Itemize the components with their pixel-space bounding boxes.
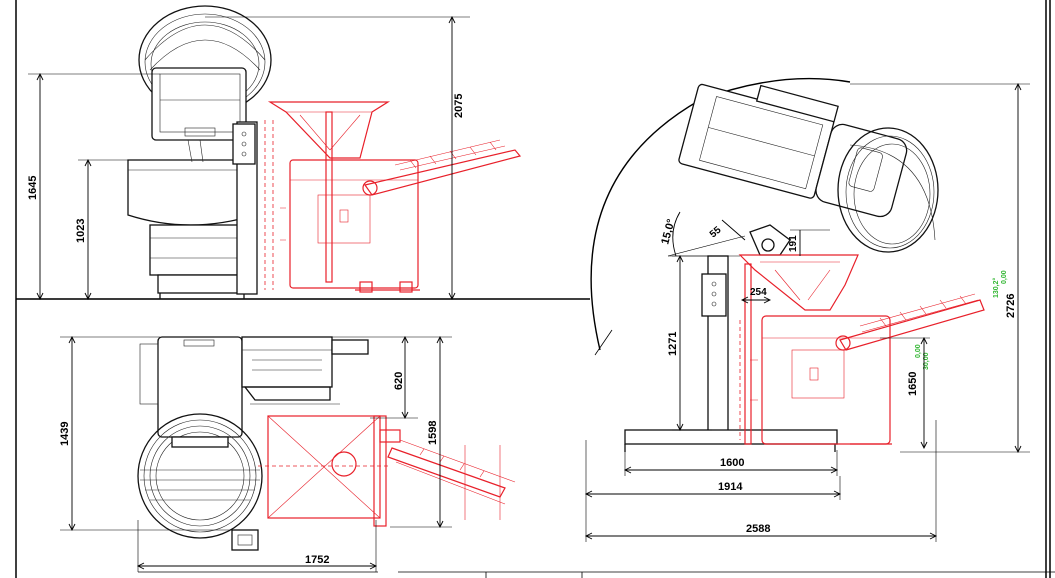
dim-overall: 2588 [746, 523, 770, 535]
dim-base: 1600 [720, 457, 744, 469]
green-annotations: 130,2° 0,00 30,00 0,00 [915, 270, 1008, 370]
dim-width: 1598 [427, 421, 439, 445]
top-bowl-guard [137, 413, 263, 539]
dim-length: 1752 [305, 554, 329, 566]
tipping-hopper-option [264, 101, 522, 293]
dim-column: 1271 [667, 332, 679, 356]
green-note-b: 0,00 [915, 344, 922, 358]
tilted-hopper-option [738, 254, 985, 445]
dim-191: 191 [788, 235, 799, 252]
dim-angle: 15,0° [659, 218, 677, 246]
side-dimensions: 2075 1645 1023 [27, 15, 470, 301]
dim-base-total: 1914 [718, 481, 743, 493]
dim-max-height: 2726 [1005, 294, 1017, 318]
tilted-view: 130,2° 0,00 30,00 0,00 15,0° 55 191 254 [584, 77, 1030, 542]
green-note-c: 130,2° [992, 277, 1000, 298]
swing-arc [590, 77, 851, 351]
top-dimensions: 1439 1598 620 1752 [59, 335, 452, 572]
tilted-dimensions: 15,0° 55 191 254 1271 1650 [584, 82, 1030, 542]
dim-offset: 620 [393, 372, 405, 390]
green-note-a: 30,00 [923, 352, 930, 370]
dim-254: 254 [750, 287, 767, 298]
side-view: 2075 1645 1023 [27, 5, 522, 301]
tilted-mixer-head [678, 83, 908, 218]
top-view: 1439 1598 620 1752 [59, 335, 516, 572]
dim-55: 55 [708, 224, 724, 240]
tilted-bowl-guard [837, 127, 939, 253]
top-tipping-option [258, 415, 516, 527]
dim-bowl-height: 1023 [75, 219, 87, 243]
dim-discharge: 1650 [907, 372, 919, 396]
dim-body-height: 1645 [27, 176, 39, 200]
dim-depth: 1439 [59, 422, 71, 446]
dim-total-height: 2075 [453, 94, 465, 118]
green-note-d: 0,00 [1001, 270, 1008, 284]
